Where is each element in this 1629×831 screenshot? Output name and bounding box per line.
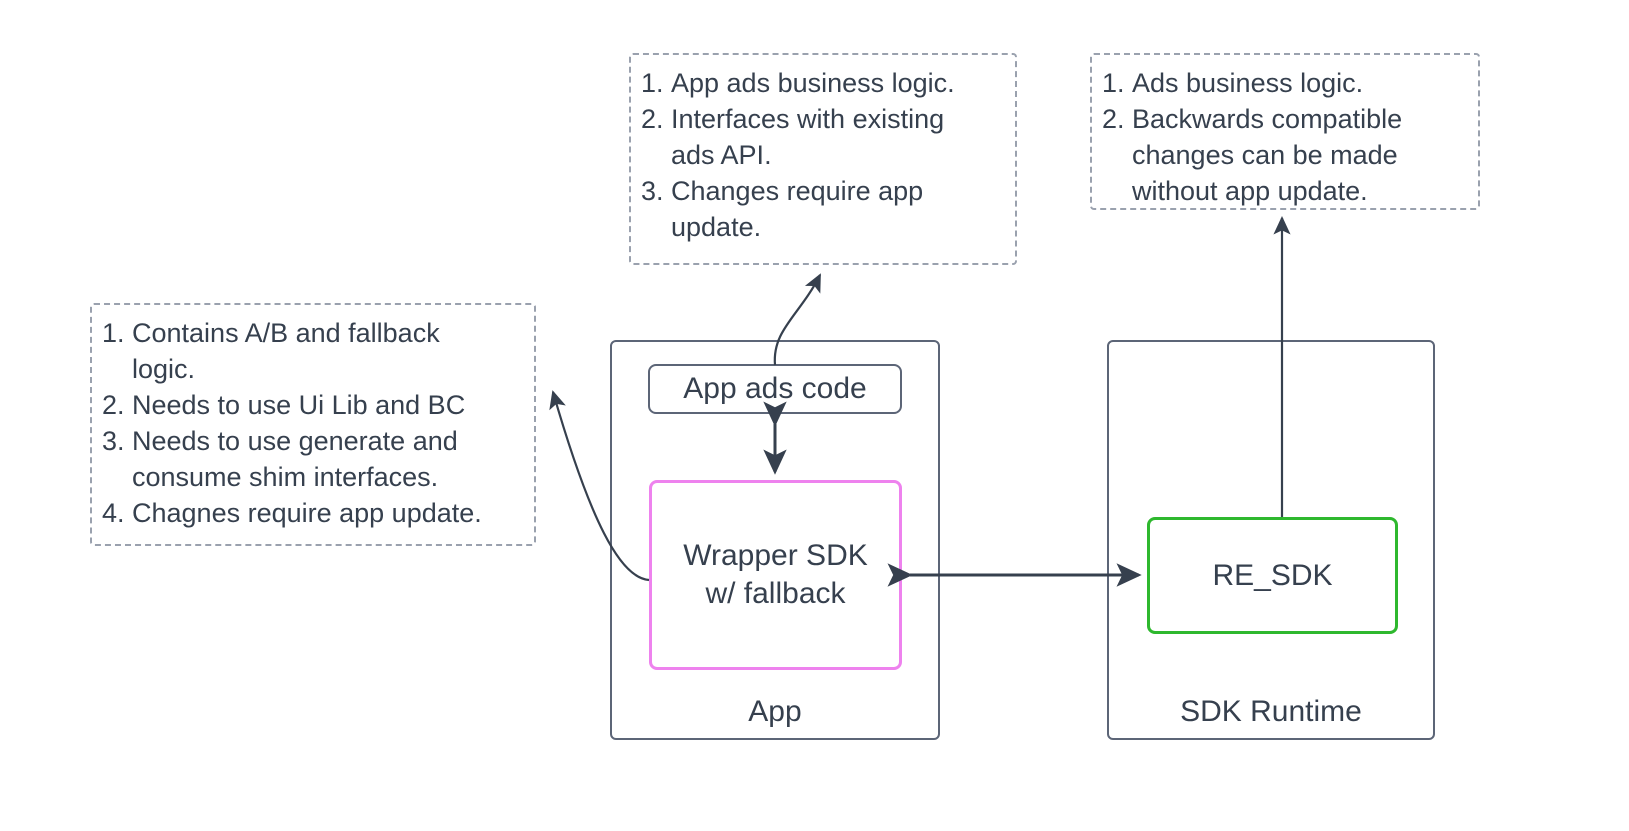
re-sdk-node[interactable]: RE_SDK <box>1147 517 1398 634</box>
wrapper-sdk-label: Wrapper SDK w/ fallback <box>683 539 868 610</box>
re-sdk-label: RE_SDK <box>1212 558 1333 592</box>
note-item: Needs to use Ui Lib and BC <box>102 387 466 423</box>
note-list: Contains A/B and fallback logic. Needs t… <box>102 315 522 531</box>
wrapper-sdk-note: Contains A/B and fallback logic. Needs t… <box>90 303 536 546</box>
re-sdk-note: Ads business logic. Backwards compatible… <box>1090 53 1480 210</box>
note-list: App ads business logic. Interfaces with … <box>641 65 1003 245</box>
note-item: Changes require app update. <box>641 173 924 242</box>
app-ads-code-node[interactable]: App ads code <box>648 364 902 414</box>
note-item: Backwards compatible changes can be made… <box>1102 101 1403 206</box>
sdk-runtime-container[interactable]: SDK Runtime <box>1107 340 1435 740</box>
sdk-runtime-container-label: SDK Runtime <box>1180 695 1362 728</box>
note-item: App ads business logic. <box>641 65 955 101</box>
note-item: Ads business logic. <box>1102 65 1364 101</box>
note-item: Interfaces with existing ads API. <box>641 101 945 170</box>
wrapper-sdk-node[interactable]: Wrapper SDK w/ fallback <box>649 480 902 670</box>
app-ads-code-label: App ads code <box>683 372 867 405</box>
app-ads-code-note: App ads business logic. Interfaces with … <box>629 53 1017 265</box>
note-item: Chagnes require app update. <box>102 495 482 531</box>
note-item: Contains A/B and fallback logic. <box>102 315 440 384</box>
note-list: Ads business logic. Backwards compatible… <box>1102 65 1466 209</box>
app-container-label: App <box>748 695 802 728</box>
note-item: Needs to use generate and consume shim i… <box>102 423 458 492</box>
